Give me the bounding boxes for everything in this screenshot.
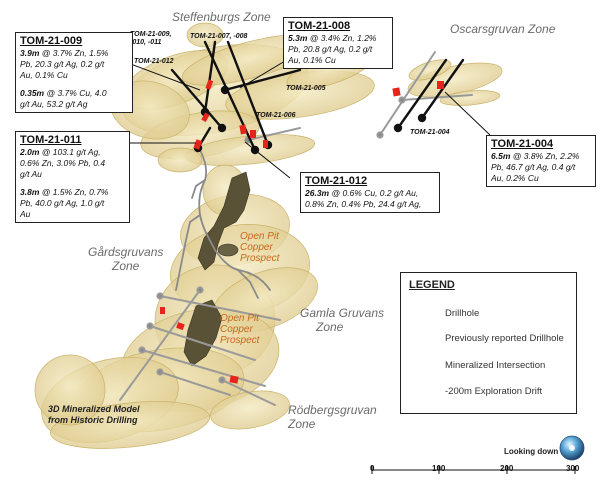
zone-label-rodbergsgruvan-line1: Rödbergsgruvan <box>288 403 377 417</box>
legend-item-drift: -200m Exploration Drift <box>445 386 543 397</box>
looking-down-label: Looking down <box>504 447 559 456</box>
callout-tom009-line5: g/t Au, 53.2 g/t Ag <box>20 99 88 109</box>
callout-tom008-line1: 5.3m @ 3.4% Zn, 1.2% <box>288 33 377 43</box>
callout-tom004: TOM-21-004 6.5m @ 3.8% Zn, 2.2% Pb, 46.7… <box>486 135 596 187</box>
callout-tom009-line1: 3.9m @ 3.7% Zn, 1.5% <box>20 48 109 58</box>
callout-tom011-hole: TOM-21-011 <box>20 134 82 146</box>
drillhole-label-tom009: TOM-21-009, -010, -011 <box>130 31 172 47</box>
scale-label-300: 300 <box>566 464 580 473</box>
exploration-drift <box>175 149 271 299</box>
zone-label-gamla: Gamla Gruvans Zone <box>300 306 384 334</box>
intercept-width: 6.5m <box>491 151 511 161</box>
scale-label-100: 100 <box>432 464 446 473</box>
zone-label-steffenburgs: Steffenburgs Zone <box>172 10 271 24</box>
intercept-width: 2.0m <box>20 147 40 157</box>
drillhole-label-tom012: TOM-21-012 <box>134 58 174 65</box>
prospect-lower-line2: Copper <box>220 324 253 335</box>
intercept-width: 26.3m <box>305 188 330 198</box>
callout-tom012: TOM-21-012 26.3m @ 0.6% Cu, 0.2 g/t Au, … <box>300 172 440 213</box>
callout-tom008-hole: TOM-21-008 <box>288 20 351 32</box>
prospect-upper-line3: Prospect <box>240 253 280 264</box>
callout-tom011-line4: 3.8m @ 1.5% Zn, 0.7% <box>20 187 109 197</box>
intercept-width: 3.8m <box>20 187 40 197</box>
intercept-width: 5.3m <box>288 33 308 43</box>
callout-tom004-hole: TOM-21-004 <box>491 138 554 150</box>
drillhole-label-tom009-line1: TOM-21-009, <box>130 31 172 38</box>
callout-tom011-line2: 0.6% Zn, 3.0% Pb, 0.4 <box>20 158 106 168</box>
drillhole-label-tom007: TOM-21-007, -008 <box>190 33 248 40</box>
model-label: 3D Mineralized Model from Historic Drill… <box>48 404 140 426</box>
prospect-label-lower: Open Pit Copper Prospect <box>220 313 259 346</box>
legend-title: LEGEND <box>409 279 455 291</box>
zone-label-gamla-line2: Zone <box>316 320 344 334</box>
prospect-lower-line1: Open Pit <box>220 313 259 324</box>
callout-tom012-line2: 0.8% Zn, 0.4% Pb, 24.4 g/t Ag, <box>305 199 422 209</box>
zone-label-gardsgruvans: Gårdsgruvans Zone <box>88 245 163 273</box>
drillhole-label-tom009-line2: -010, -011 <box>130 39 162 46</box>
callout-tom011-line3: g/t Au <box>20 169 42 179</box>
drillhole-label-tom005: TOM-21-005 <box>286 85 326 92</box>
intercept-width: 3.9m <box>20 48 40 58</box>
callout-tom008-line2: Pb, 20.8 g/t Ag, 0.2 g/t <box>288 44 373 54</box>
zone-label-oscarsgruvan: Oscarsgruvan Zone <box>450 22 556 36</box>
open-pit-bodies <box>183 171 251 367</box>
callout-tom009: TOM-21-009 3.9m @ 3.7% Zn, 1.5% Pb, 20.3… <box>15 32 133 113</box>
mineralized-intersections <box>160 79 444 384</box>
legend-item-mineralized: Mineralized Intersection <box>445 360 546 371</box>
model-label-line2: from Historic Drilling <box>48 415 138 425</box>
scale-bar <box>371 466 576 474</box>
callout-tom011-line1: 2.0m @ 103.1 g/t Ag, <box>20 147 101 157</box>
zone-label-rodbergsgruvan-line2: Zone <box>288 417 316 431</box>
callout-tom004-line1: 6.5m @ 3.8% Zn, 2.2% <box>491 151 580 161</box>
callout-tom012-hole: TOM-21-012 <box>305 175 368 187</box>
callout-tom009-line3: Au, 0.1% Cu <box>20 70 68 80</box>
prospect-label-upper: Open Pit Copper Prospect <box>240 231 279 264</box>
zone-label-gardsgruvans-line1: Gårdsgruvans <box>88 245 164 259</box>
drillhole-label-tom004: TOM-21-004 <box>410 129 450 136</box>
prospect-upper-line2: Copper <box>240 242 273 253</box>
drillhole-label-tom006: TOM-21-006 <box>256 112 296 119</box>
model-label-line1: 3D Mineralized Model <box>48 404 140 414</box>
ore-body-oscarsgruvan <box>407 59 503 106</box>
zone-label-gardsgruvans-line2: Zone <box>112 259 140 273</box>
callout-tom011: TOM-21-011 2.0m @ 103.1 g/t Ag, 0.6% Zn,… <box>15 131 130 223</box>
legend: LEGEND Drillhole Previously reported Dri… <box>400 272 577 414</box>
callout-tom011-line6: Au <box>20 209 31 219</box>
previous-drillholes <box>119 51 473 406</box>
compass-icon <box>559 435 585 461</box>
zone-label-rodbergsgruvan: Rödbergsgruvan Zone <box>288 403 377 431</box>
zone-label-gamla-line1: Gamla Gruvans <box>300 306 385 320</box>
callout-tom009-line2: Pb, 20.3 g/t Ag, 0.2 g/t <box>20 59 105 69</box>
callout-tom009-line4: 0.35m @ 3.7% Cu, 4.0 <box>20 88 107 98</box>
callout-tom004-line3: Au, 0.2% Cu <box>491 173 539 183</box>
scale-label-0: 0 <box>370 464 375 473</box>
prospect-upper-line1: Open Pit <box>240 231 279 242</box>
callout-leaders <box>119 57 491 179</box>
callout-tom009-hole: TOM-21-009 <box>20 35 83 47</box>
callout-tom008-line3: Au, 0.1% Cu <box>288 55 336 65</box>
scale-label-200: 200 <box>500 464 514 473</box>
legend-item-drillhole: Drillhole <box>445 308 480 319</box>
legend-item-previous: Previously reported Drillhole <box>445 333 564 344</box>
callout-tom012-line1: 26.3m @ 0.6% Cu, 0.2 g/t Au, <box>305 188 419 198</box>
prospect-lower-line3: Prospect <box>220 335 260 346</box>
callout-tom011-line5: Pb, 40.0 g/t Ag, 1.0 g/t <box>20 198 105 208</box>
intercept-width: 0.35m <box>20 88 45 98</box>
callout-tom008: TOM-21-008 5.3m @ 3.4% Zn, 1.2% Pb, 20.8… <box>283 17 393 69</box>
callout-tom004-line2: Pb, 46.7 g/t Ag, 0.4 g/t <box>491 162 576 172</box>
